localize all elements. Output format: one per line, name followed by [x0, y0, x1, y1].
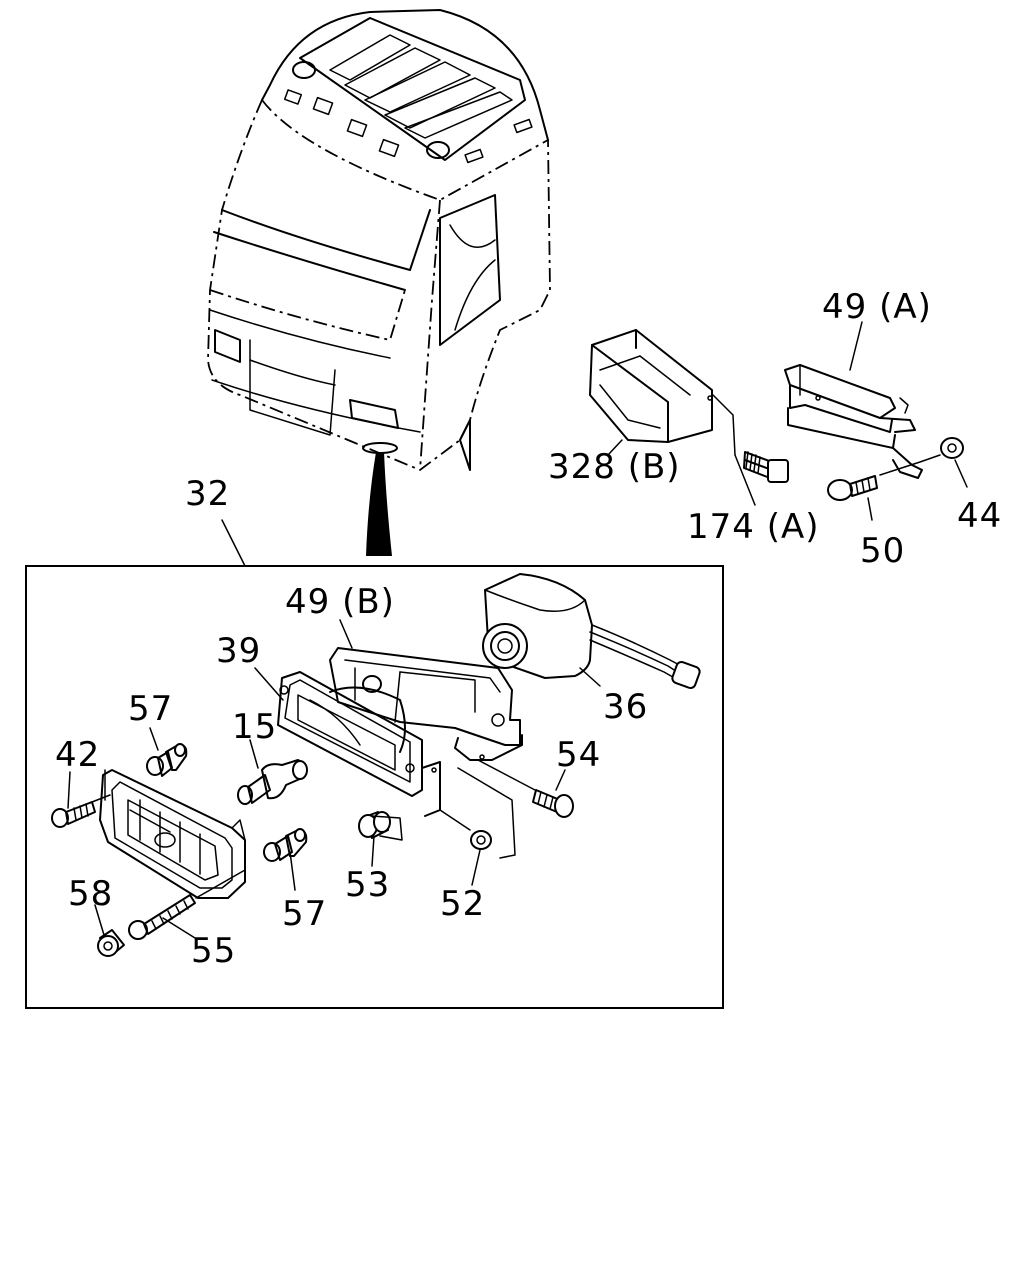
lamp-unit-36: [482, 573, 701, 690]
cap-58: [97, 929, 125, 957]
bolt-174a: [743, 451, 789, 483]
label-52: 52: [440, 884, 485, 924]
screw-54: [477, 759, 574, 818]
label-328b: 328 (B): [548, 447, 681, 487]
leader-32: [221, 519, 246, 567]
lamp-lens: [99, 769, 246, 899]
washer-52: [439, 767, 516, 859]
bracket-328b: [589, 329, 713, 443]
label-15: 15: [232, 707, 277, 747]
truck-cab: [207, 9, 551, 472]
bulb-15: [237, 759, 308, 805]
label-32: 32: [185, 474, 230, 514]
label-36: 36: [603, 687, 648, 727]
leader-lines-upper: [607, 321, 968, 521]
label-53: 53: [345, 865, 390, 905]
label-57-upper: 57: [128, 689, 173, 729]
screw-42: [51, 801, 96, 828]
bezel-39: [277, 671, 441, 817]
label-57-lower: 57: [282, 894, 327, 934]
bracket-49a: [784, 364, 923, 479]
bolt-50: [827, 475, 878, 501]
part-labels: 49 (A) 328 (B) 174 (A) 50 44 32 49 (B) 3…: [55, 287, 1002, 971]
screw-55: [128, 869, 246, 940]
nut-44: [940, 437, 964, 459]
zoom-wedge: [366, 452, 392, 556]
label-42: 42: [55, 735, 100, 775]
label-55: 55: [191, 931, 236, 971]
grommet-53: [358, 811, 403, 841]
label-44: 44: [957, 496, 1002, 536]
socket-57-lower: [263, 828, 308, 862]
leader-lines-detail: [67, 619, 601, 939]
socket-57-upper: [146, 743, 188, 777]
detail-frame: [25, 565, 724, 1009]
label-174a: 174 (A): [687, 507, 820, 547]
label-58: 58: [68, 874, 113, 914]
label-39: 39: [216, 631, 261, 671]
label-49a: 49 (A): [822, 287, 932, 327]
label-54: 54: [556, 735, 601, 775]
label-50: 50: [860, 531, 905, 571]
label-49b: 49 (B): [285, 582, 395, 622]
